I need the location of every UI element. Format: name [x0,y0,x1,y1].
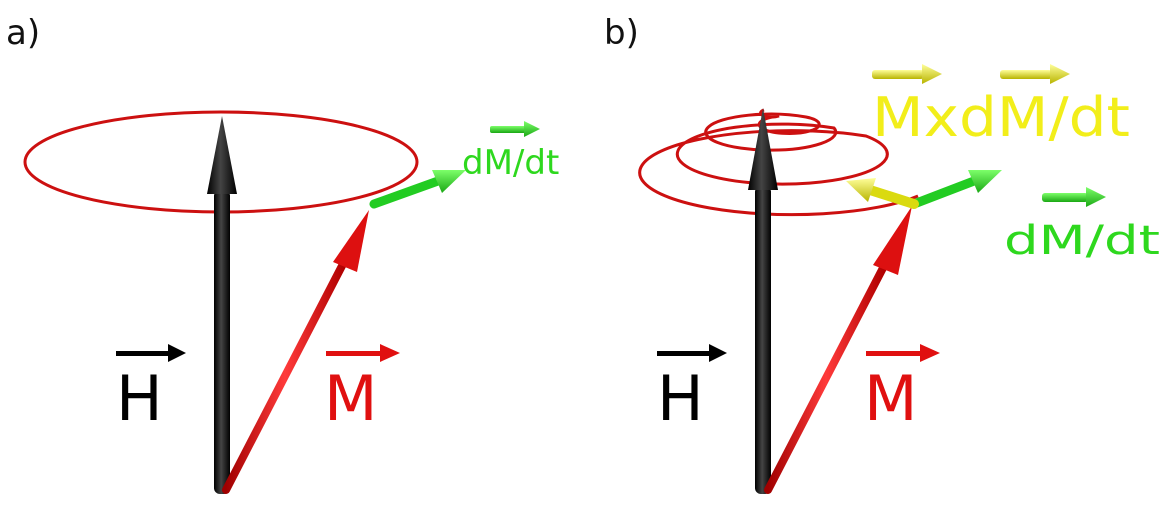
vector-overline-arrow [490,121,540,137]
derivative-arrow [369,170,466,209]
derivative-symbol: dM/dt [462,143,559,183]
field-h-label: H [657,344,727,435]
panel-b: b) H [604,13,1160,494]
magnetization-m-symbol: M [324,362,378,435]
vector-overline-arrow [116,344,186,362]
damping-label: MxdM/dt [872,64,1130,149]
panel-a-label: a) [6,13,40,53]
derivative-arrow [909,170,1002,209]
field-h-symbol: H [116,362,163,435]
magnetization-m-label: M [864,344,940,435]
magnetization-m-arrow [222,210,369,494]
field-h-arrow [748,108,778,494]
vector-overline-arrow [872,64,942,84]
derivative-symbol: dM/dt [1004,218,1160,264]
vector-overline-arrow [866,344,940,362]
vector-overline-arrow [1042,187,1106,207]
magnetization-m-arrow [764,206,912,494]
magnetization-m-symbol: M [864,362,918,435]
derivative-label: dM/dt [462,121,559,183]
field-h-arrow [207,116,237,494]
damped-spiral-orbit [638,108,919,217]
panel-b-label: b) [604,13,639,53]
vector-overline-arrow [657,344,727,362]
field-h-label: H [116,344,186,435]
derivative-label: dM/dt [1004,187,1160,264]
vector-overline-arrow [1000,64,1070,84]
vector-overline-arrow [326,344,400,362]
damping-arrow [846,178,919,209]
magnetization-m-label: M [324,344,400,435]
panel-a: a) H [6,13,559,494]
field-h-symbol: H [657,362,704,435]
damping-symbol: MxdM/dt [872,86,1130,149]
